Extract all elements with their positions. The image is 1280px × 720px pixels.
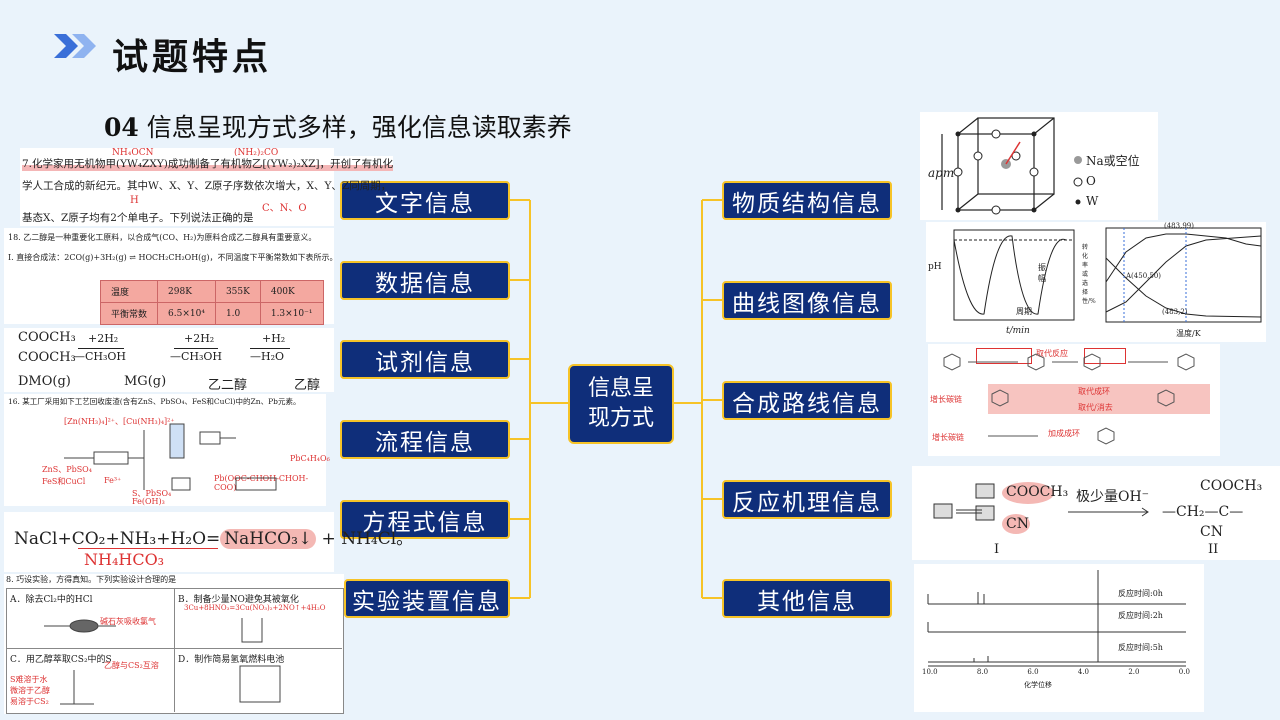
data-table: 温度 298K 355K 400K 平衡常数 6.5×10⁴ 1.0 1.3×1… [99,280,324,325]
node-data-info: 数据信息 [340,261,510,300]
panel-experiment-example: 8. 巧设实验，方得真知。下列实验设计合理的是 A．除去Cl₂中的HCl B．制… [4,574,344,714]
page-title: 试题特点 [112,37,273,78]
panel-structure-example: apm Na或空位 O W [920,112,1158,220]
node-reagent-info: 试剂信息 [340,340,510,379]
panel-reagent-example: COOCH₃ COOCH₃ DMO(g) +2H₂ —CH₃OH MG(g) +… [4,328,334,393]
node-equation-info: 方程式信息 [340,500,510,539]
node-structure-info: 物质结构信息 [722,181,892,220]
center-node: 信息呈现方式 [568,364,674,444]
node-text-info: 文字信息 [340,181,510,220]
node-mechanism-info: 反应机理信息 [722,480,892,519]
panel-curve-example: pH t/min 周期 振幅 转化率或选择性/% 温度/K (483,99) A… [926,222,1266,342]
panel-flow-example: 16. 某工厂采用如下工艺回收废渣(含有ZnS、PbSO₄、FeS和CuCl)中… [4,394,330,506]
crystal-cell-diagram [941,117,1083,215]
panel-route-example: 取代反应 增长碳链 取代成环 取代/消去 增长碳链 加成成环 [928,344,1220,456]
node-flow-info: 流程信息 [340,420,510,459]
panel-mechanism-example: COOCH₃ CN 极少量OH⁻ COOCH₃ —CH₂—C— CN I II [912,466,1280,560]
node-experiment-info: 实验装置信息 [344,579,510,618]
node-curve-info: 曲线图像信息 [722,281,892,320]
node-route-info: 合成路线信息 [722,381,892,420]
node-other-info: 其他信息 [722,579,892,618]
chevron-double-icon [54,34,96,58]
panel-equation-example: NaCl+CO₂+NH₃+H₂O=NaHCO₃↓ + NH₄Cl。 NH₄HCO… [4,512,413,572]
panel-data-example: 18. 乙二醇是一种重要化工原料，以合成气(CO、H₂)为原料合成乙二醇具有重要… [4,228,338,325]
panel-word-example: NH₄OCN (NH₂)₂CO 7.化学家用无机物甲(YW₄ZXY)成功制备了有… [20,148,394,226]
